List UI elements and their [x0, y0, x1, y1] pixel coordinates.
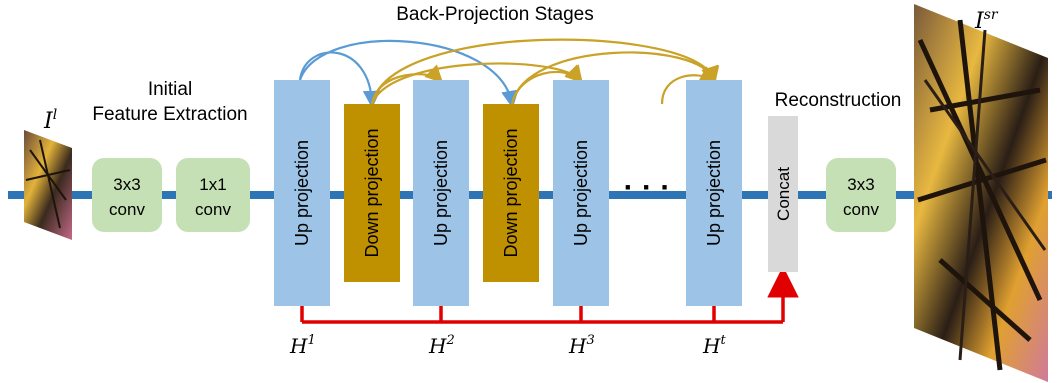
conv-3x3-input-line2: conv [109, 200, 145, 219]
down-projection-block-1 [344, 104, 400, 282]
conv-1x1-block [176, 158, 250, 232]
reconstruction-label: Reconstruction [775, 90, 902, 111]
down-projection-block-2 [483, 104, 539, 282]
diagram-title: Back-Projection Stages [396, 4, 594, 25]
conv-1x1-line1: 1x1 [199, 175, 226, 194]
initial-label-line2: Feature Extraction [92, 104, 247, 125]
up-projection-label-2: Up projection [431, 140, 451, 246]
h-label-3: H3 [568, 333, 595, 358]
input-image [24, 130, 72, 240]
blue-feedback-arrows [298, 39, 519, 109]
ellipsis: · · · [624, 171, 671, 204]
h-label-2: H2 [428, 333, 455, 358]
conv-1x1-line2: conv [195, 200, 231, 219]
up-projection-label-t: Up projection [704, 140, 724, 246]
gold-feedback-arrows [370, 38, 720, 105]
down-projection-label-1: Down projection [362, 128, 382, 257]
up-projection-block-t [686, 80, 742, 306]
output-label: Isr [974, 7, 999, 34]
concat-label: Concat [774, 167, 793, 221]
up-projection-block-3 [553, 80, 609, 306]
concat-block [768, 116, 798, 272]
up-projection-block-2 [413, 80, 469, 306]
up-projection-label-1: Up projection [292, 140, 312, 246]
h-label-1: H1 [289, 333, 316, 358]
up-projection-label-3: Up projection [571, 140, 591, 246]
initial-label-line1: Initial [148, 79, 192, 100]
output-image [914, 4, 1048, 382]
conv-3x3-output-line1: 3x3 [847, 175, 874, 194]
conv-3x3-output-block [826, 158, 896, 232]
up-projection-block-1 [274, 80, 330, 306]
down-projection-label-2: Down projection [501, 128, 521, 257]
skip-connections [300, 266, 799, 324]
h-label-t: Ht [702, 333, 726, 358]
conv-3x3-output-line2: conv [843, 200, 879, 219]
conv-3x3-input-line1: 3x3 [113, 175, 140, 194]
input-label: Il [43, 107, 57, 134]
conv-3x3-input-block [92, 158, 162, 232]
